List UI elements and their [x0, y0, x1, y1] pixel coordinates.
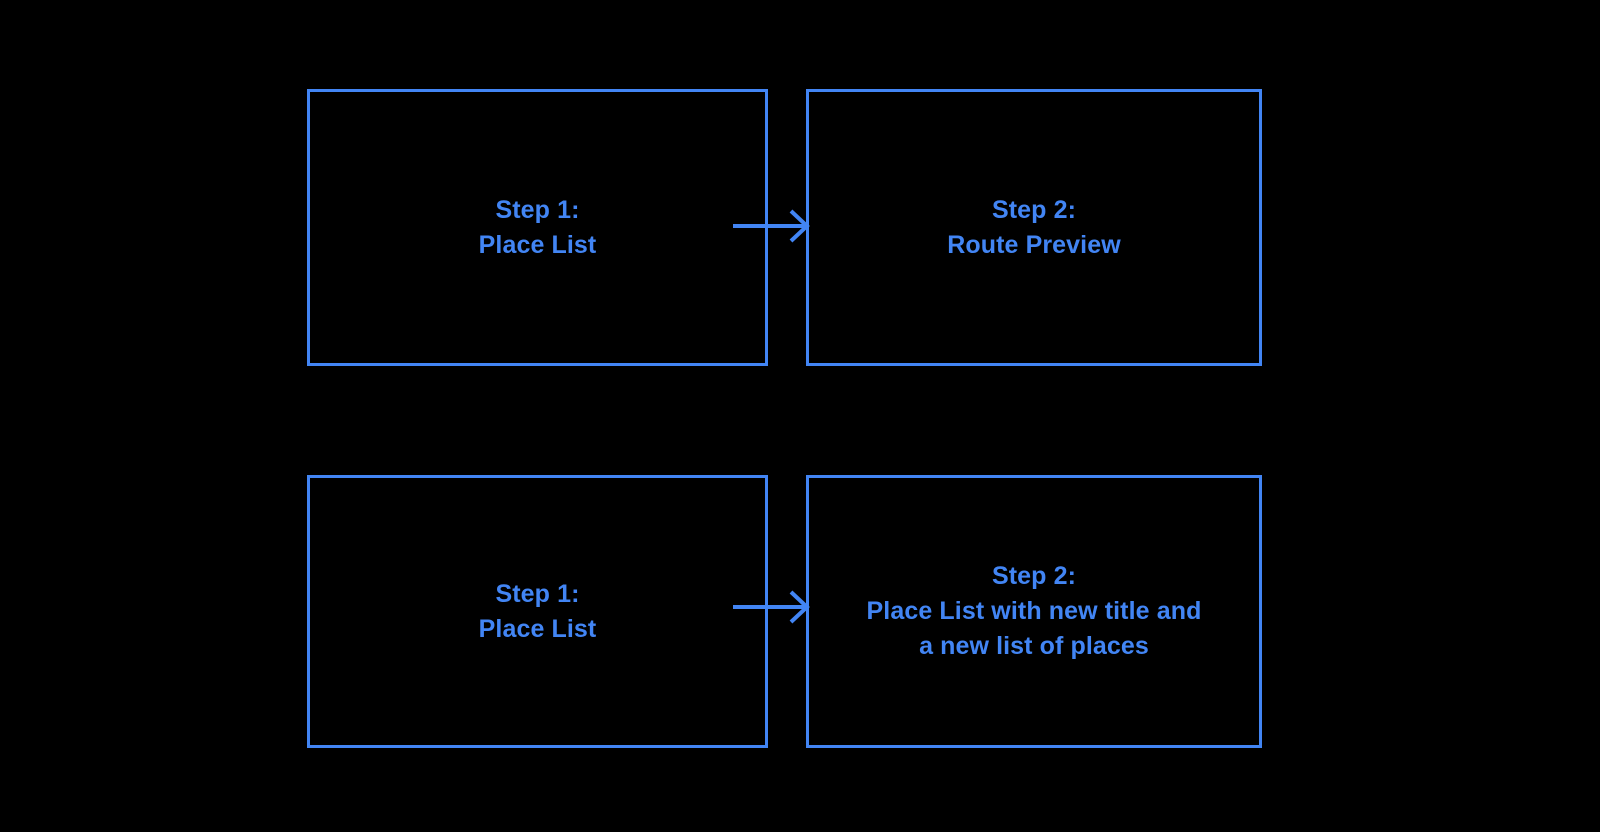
flow-box-label: Step 1: Place List — [478, 195, 597, 259]
flow-box-label: Step 2: Route Preview — [947, 195, 1121, 259]
flow-box-step2-top[interactable]: Step 2: Route Preview — [806, 89, 1262, 366]
flow-box-label: Step 2: Place List with new title and a … — [866, 562, 1202, 660]
flow-box-step2-bottom[interactable]: Step 2: Place List with new title and a … — [806, 475, 1262, 748]
flow-box-step1-bottom[interactable]: Step 1: Place List — [307, 475, 768, 748]
arrow-right-icon — [733, 206, 811, 246]
arrow-right-glyph — [733, 209, 810, 243]
flow-box-step1-top[interactable]: Step 1: Place List — [307, 89, 768, 366]
arrow-right-icon — [733, 587, 811, 627]
flow-box-label: Step 1: Place List — [478, 579, 597, 643]
arrow-right-glyph — [733, 590, 810, 624]
